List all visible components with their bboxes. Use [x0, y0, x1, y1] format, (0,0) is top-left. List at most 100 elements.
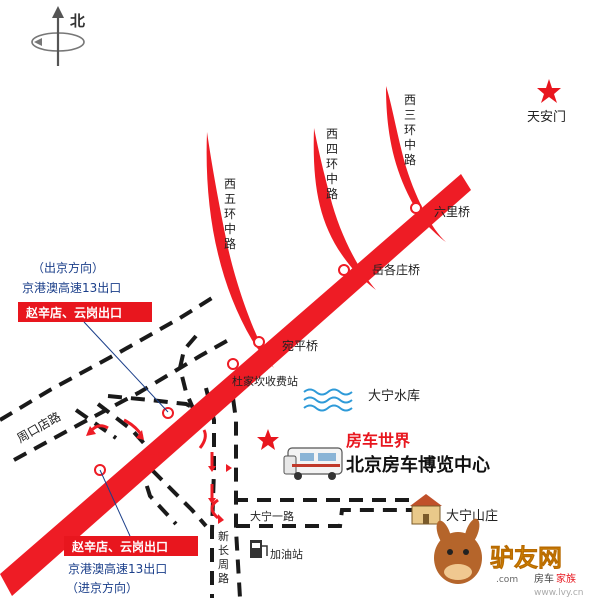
xcz-char-4: 路 [218, 572, 229, 585]
xi3-char-4: 中 [404, 137, 416, 152]
arrowhead-1 [86, 426, 96, 436]
gas-pump-hose [262, 545, 268, 556]
daning-reservoir-label: 大宁水库 [368, 388, 420, 404]
exit-bottom-box [64, 536, 198, 556]
rv-stripe [292, 464, 340, 467]
interchange-yuegezhuang [338, 264, 350, 276]
zhoukoudian-road [0, 296, 214, 422]
donkey-ear-right [464, 518, 480, 546]
local-road-9 [150, 468, 208, 528]
destination-title: 房车世界 [346, 431, 410, 450]
donkey-snout [444, 564, 472, 580]
brand-watermark: www.lvy.cn [534, 588, 584, 598]
xi5-char-2: 五 [224, 192, 236, 206]
exit-bottom-leader [99, 469, 131, 537]
rv-wheel-rear [328, 472, 336, 480]
donkey-eye-right [463, 549, 469, 555]
daning-road-label: 大宁一路 [250, 509, 294, 523]
route-arrowheads [86, 426, 232, 524]
exit-top-direction: （出京方向） [32, 260, 104, 275]
brand-logo-text: 驴友网 [490, 544, 562, 572]
house-icon [410, 494, 442, 525]
rv-window-2 [318, 453, 336, 461]
exit-info-bottom: 赵辛店、云岗出口 京港澳高速13出口 （进京方向） [64, 469, 198, 595]
arrowhead-3 [158, 452, 166, 462]
zhoukoudian-road-2 [13, 336, 233, 462]
arrowhead-4 [226, 464, 232, 472]
daning-road-bottom [236, 508, 412, 528]
destination-star-icon [257, 429, 279, 450]
local-roads [0, 296, 412, 599]
wanping-bridge-label: 宛平桥 [282, 338, 318, 353]
gas-pump-body [250, 540, 262, 558]
local-road-8 [228, 375, 242, 599]
xi-si-huan-label: 西 四 环 中 路 [326, 127, 342, 201]
brand-logo: 驴友网 .com 房车 家族 www.lvy.cn [434, 518, 584, 598]
gas-pump-window [252, 543, 260, 548]
donkey-ear-left [436, 520, 452, 548]
house-door [423, 514, 429, 524]
xi-wu-huan-road [206, 132, 274, 368]
xi5-char-5: 路 [224, 236, 236, 251]
xcz-char-2: 长 [218, 544, 229, 557]
zhoukoudian-road-label: 周口店路 [14, 409, 63, 446]
xi-san-huan-road [386, 86, 446, 242]
xi-san-huan-label: 西 三 环 中 路 [404, 93, 420, 167]
interchange-wanping [253, 336, 265, 348]
exit-top-number: 京港澳高速13出口 [22, 280, 121, 295]
jingshi-expressway [0, 174, 471, 596]
local-road-7 [204, 387, 216, 598]
daning-shanzhuang-label: 大宁山庄 [446, 508, 498, 524]
rv-window [300, 453, 314, 461]
route-arrow-4 [198, 429, 207, 449]
exit-info-top: （出京方向） 京港澳高速13出口 赵辛店、云岗出口 [18, 260, 169, 413]
xi3-char-3: 环 [404, 123, 416, 137]
gas-station-icon [250, 540, 268, 558]
xi5-char-3: 环 [224, 207, 236, 221]
exit-top-box [18, 302, 152, 322]
xi3-char-5: 路 [404, 152, 416, 167]
xi-si-huan-road [313, 128, 376, 290]
interchanges [94, 202, 422, 476]
xi3-char-2: 三 [404, 108, 416, 122]
house-roof [410, 494, 442, 506]
compass-arrow-left [34, 38, 42, 46]
compass-north-label: 北 [70, 12, 85, 30]
destination-name: 北京房车博览中心 [346, 454, 490, 476]
wave-2 [303, 396, 353, 404]
xinchangzhou-road-label: 新 长 周 路 [218, 529, 233, 585]
brand-url-partial: .com [496, 575, 518, 585]
route-u-turn-icon [210, 498, 220, 520]
exit-bottom-direction: （进京方向） [66, 580, 138, 595]
xcz-char-3: 周 [218, 558, 229, 571]
xi4-char-5: 路 [326, 186, 338, 201]
compass: 北 [31, 6, 85, 66]
water-waves-icon [303, 388, 353, 412]
interchange-liuli [410, 202, 422, 214]
north-arrow-icon [52, 6, 64, 18]
xi4-char-1: 西 [326, 127, 338, 141]
brand-site-name-1: 房车 [534, 572, 554, 585]
xi-wu-huan-label: 西 五 环 中 路 [224, 177, 240, 251]
wave-1 [303, 388, 353, 396]
tiananmen-label: 天安门 [527, 110, 566, 125]
xi3-char-1: 西 [404, 93, 416, 107]
brand-site-name-2: 家族 [556, 572, 576, 585]
xi5-char-4: 中 [224, 221, 236, 236]
xi5-char-1: 西 [224, 177, 236, 191]
xi4-char-4: 中 [326, 171, 338, 186]
local-road-3 [177, 334, 200, 421]
exit-bottom-number: 京港澳高速13出口 [68, 561, 167, 576]
exit-top-box-label: 赵辛店、云岗出口 [25, 305, 122, 320]
exit-bottom-box-label: 赵辛店、云岗出口 [71, 539, 168, 554]
interchange-exit-top [162, 407, 174, 419]
xcz-char-1: 新 [218, 529, 229, 543]
arrowhead-6 [208, 498, 216, 504]
arrowhead-7 [218, 514, 224, 524]
tiananmen-star-icon [537, 79, 561, 103]
exit-top-leader [83, 321, 169, 413]
yuegezhuang-bridge-label: 岳各庄桥 [372, 262, 420, 277]
wave-3 [303, 404, 353, 412]
xi4-char-2: 四 [326, 142, 338, 156]
